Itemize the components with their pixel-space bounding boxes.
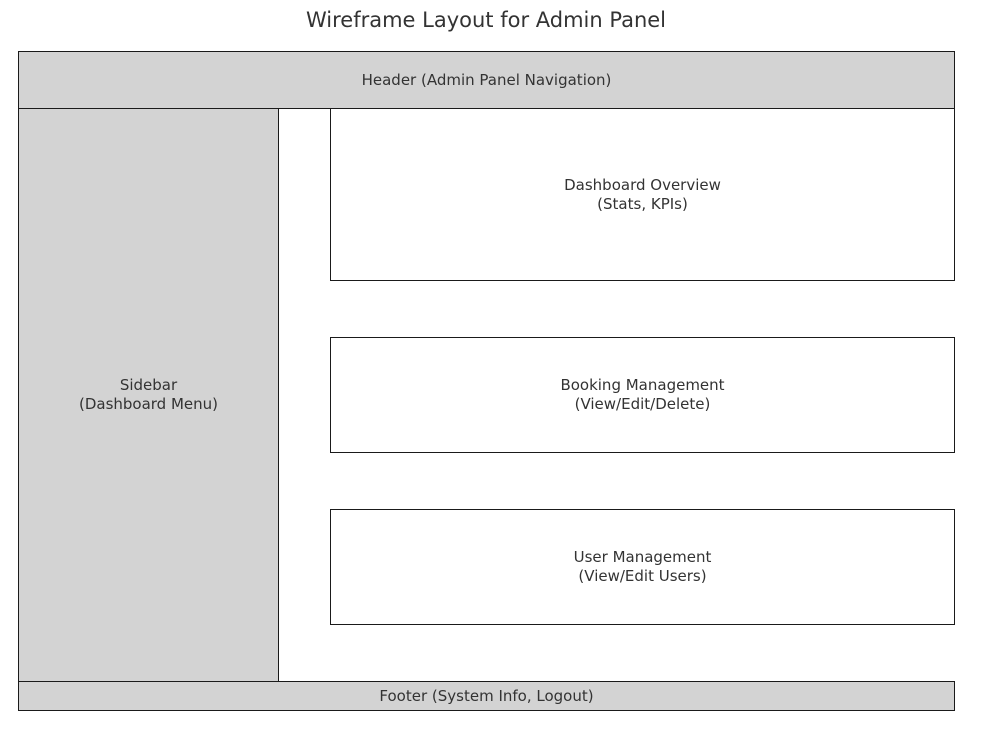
sidebar-title: Sidebar [119,376,178,394]
dashboard-overview-region: Dashboard Overview (Stats, KPIs) [330,108,955,281]
dashboard-overview-subtitle: (Stats, KPIs) [597,194,688,213]
footer-region: Footer (System Info, Logout) [18,681,955,711]
user-management-subtitle: (View/Edit Users) [578,567,707,585]
sidebar-subtitle: (Dashboard Menu) [78,395,219,413]
header-label: Header (Admin Panel Navigation) [361,70,612,89]
booking-management-region: Booking Management (View/Edit/Delete) [330,337,955,453]
sidebar-region: Sidebar (Dashboard Menu) [18,108,279,682]
footer-label: Footer (System Info, Logout) [379,686,594,705]
booking-management-subtitle: (View/Edit/Delete) [574,395,711,413]
diagram-title: Wireframe Layout for Admin Panel [305,8,667,32]
user-management-region: User Management (View/Edit Users) [330,509,955,625]
booking-management-title: Booking Management [560,376,725,394]
header-region: Header (Admin Panel Navigation) [18,51,955,109]
user-management-title: User Management [573,548,712,566]
dashboard-overview-title: Dashboard Overview [564,175,721,194]
